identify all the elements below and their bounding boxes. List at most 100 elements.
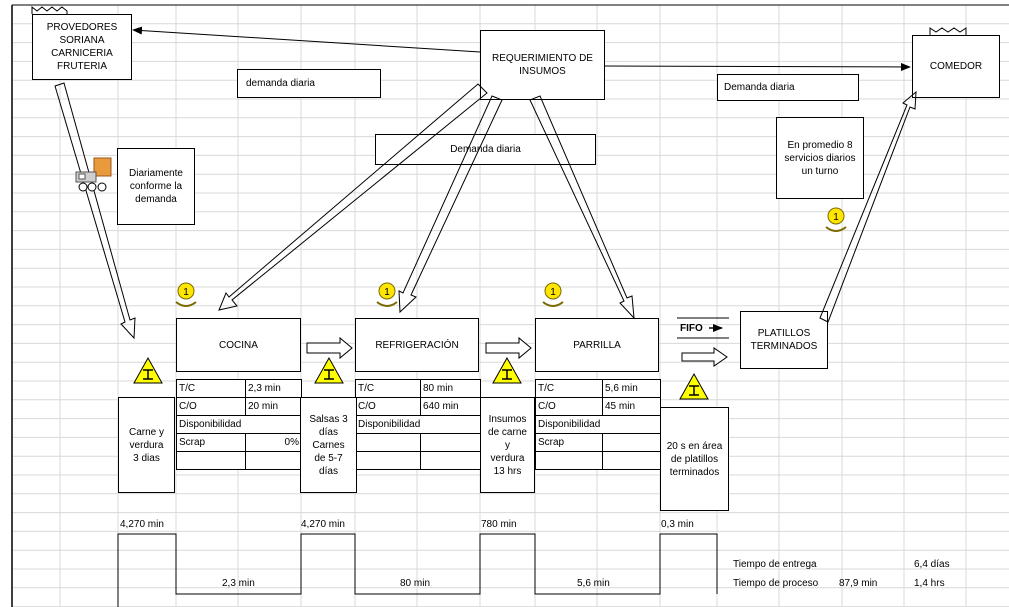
timeline-wait-4: 0,3 min [661,519,694,530]
push-arrow-cocina-icon [218,83,488,311]
inventory-box-4: 20 s en área de platillos terminados [660,407,729,511]
operator-icon: 1 [376,282,398,307]
finished-line-2: TERMINADOS [750,341,818,352]
process-refrigeracion: REFRIGERACIÓN [355,318,479,372]
customer-box: COMEDOR [912,35,1000,98]
inventory-2-line-2: días [319,426,338,438]
table-row [355,433,481,452]
requirement-line-1: REQUERIMIENTO DE [492,53,593,64]
process-time-value: 87,9 min [839,578,878,589]
customer-label: COMEDOR [929,61,983,72]
customer-factory-roof-icon [929,27,967,35]
operator-count: 1 [833,212,839,223]
supplier-line-2: SORIANA [59,35,105,46]
inventory-box-2: Salsas 3 días Carnes de 5-7 días [300,397,357,493]
demand-left-box: demanda diaria [237,69,381,98]
timeline-wait-3: 780 min [481,519,517,530]
requirement-line-2: INSUMOS [519,66,566,77]
supplier-line-4: FRUTERIA [57,61,107,72]
fifo-label: FIFO [680,323,703,334]
demand-center-label: Demanda diaria [450,144,521,155]
process-time-hours: 1,4 hrs [914,578,945,589]
truck-icon [75,157,112,192]
finished-goods-box: PLATILLOS TERMINADOS [740,311,828,369]
info-arrow-to-customer [604,62,911,71]
inventory-triangle-icon [492,356,522,384]
push-arrow-parrilla-icon [529,95,635,320]
inventory-4-line-2: de platillos [670,453,719,465]
demand-right-box: Demanda diaria [717,74,859,101]
info-arrow-to-supplier [132,26,481,53]
inventory-2-line-1: Salsas 3 [309,413,348,425]
process-parrilla: PARRILLA [535,318,659,372]
lead-time-value: 6,4 días [914,559,950,570]
inventory-3-line-5: 13 hrs [493,465,522,477]
inventory-3-line-2: de carne [488,426,527,438]
push-arrow-1-icon [306,336,353,360]
inventory-2-line-5: días [319,465,338,477]
timeline-process-2: 80 min [400,578,431,589]
table-row [535,451,661,470]
process-cocina: COCINA [176,318,301,372]
timeline-process-3: 5,6 min [577,578,610,589]
delivery-note-line-3: demanda [135,194,177,205]
services-note-line-1: En promedio 8 [787,139,853,151]
timeline-wait-2: 4,270 min [301,519,345,530]
delivery-note-line-1: Diariamente [129,168,183,179]
process-cocina-name: COCINA [219,339,258,351]
services-note-line-3: un turno [801,165,839,177]
services-note-box: En promedio 8 servicios diarios un turno [776,117,864,199]
table-row [355,451,481,470]
timeline-wait-1: 4,270 min [120,519,164,530]
inventory-1-line-2: verdura [129,439,164,451]
timeline-ladder [117,533,718,607]
inventory-1-line-3: 3 dias [133,452,160,464]
inventory-triangle-icon [133,356,163,384]
inventory-3-line-4: verdura [490,452,525,464]
push-arrow-refrigeracion-icon [398,95,503,314]
inventory-box-1: Carne y verdura 3 dias [118,397,175,493]
process-time-label: Tiempo de proceso [733,578,819,589]
finished-line-1: PLATILLOS [757,328,811,339]
delivery-note-line-2: conforme la [129,181,183,192]
inventory-4-line-1: 20 s en área [666,440,723,452]
operator-count: 1 [550,287,556,298]
push-arrow-3-icon [681,347,728,367]
timeline-process-1: 2,3 min [222,578,255,589]
demand-right-label: Demanda diaria [724,82,795,93]
inventory-2-line-3: Carnes [312,439,345,451]
push-arrow-2-icon [485,336,532,360]
operator-count: 1 [183,287,189,298]
supplier-line-1: PROVEDORES [46,22,118,33]
inventory-3-line-3: y [505,439,510,451]
inventory-triangle-icon [679,372,709,400]
inventory-1-line-1: Carne y [128,426,164,438]
inventory-triangle-icon [314,356,344,384]
lead-time-label: Tiempo de entrega [733,559,817,570]
services-note-line-2: servicios diarios [784,152,856,164]
inventory-box-3: Insumos de carne y verdura 13 hrs [480,397,535,493]
delivery-note-box: Diariamente conforme la demanda [117,148,195,225]
inventory-4-line-3: terminados [669,466,720,478]
process-refrigeracion-name: REFRIGERACIÓN [375,339,459,351]
operator-icon: 1 [825,207,847,232]
operator-icon: 1 [175,282,197,307]
supplier-box: PROVEDORES SORIANA CARNICERIA FRUTERIA [32,14,132,80]
supplier-line-3: CARNICERIA [51,48,113,59]
customer-delivery-arrow-icon [819,90,917,323]
requirement-box: REQUERIMIENTO DE INSUMOS [480,30,605,100]
table-row [176,451,302,470]
demand-left-label: demanda diaria [246,78,315,89]
supplier-factory-roof-icon [31,5,68,14]
process-parrilla-name: PARRILLA [573,339,621,351]
inventory-2-line-4: de 5-7 [314,452,343,464]
operator-count: 1 [384,287,390,298]
